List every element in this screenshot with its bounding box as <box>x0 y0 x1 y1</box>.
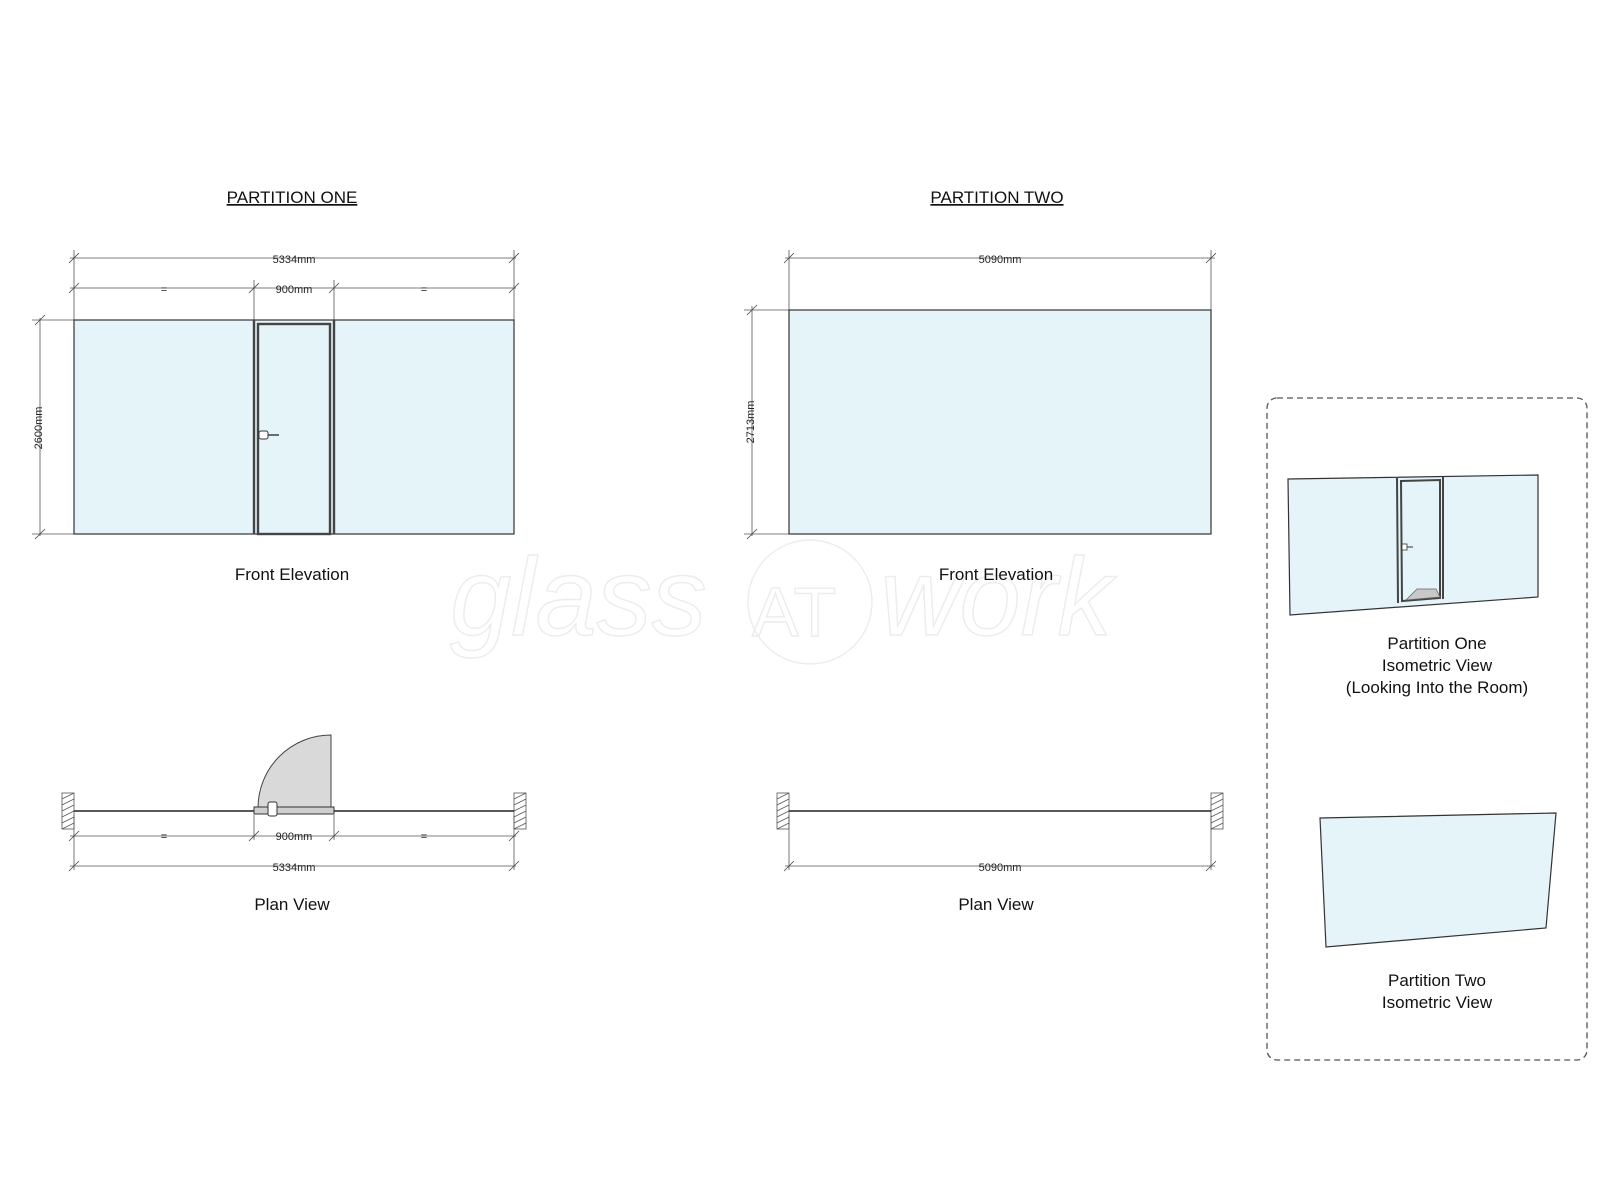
partition-two-title: PARTITION TWO <box>930 188 1063 207</box>
p1-equal-left: = <box>161 284 167 296</box>
p2-overall-dimension: 5090mm <box>783 250 1217 312</box>
p1-plan-door-width-label: 900mm <box>276 831 313 843</box>
p1-door-leaf-plan <box>253 806 335 815</box>
wall-hatch-right-icon <box>513 792 527 830</box>
isometric-panel-border <box>1266 397 1588 1061</box>
iso-one-caption-line3: (Looking Into the Room) <box>1346 678 1528 697</box>
door-handle-iso-icon <box>1401 543 1413 551</box>
watermark-text-badge: AT <box>752 573 836 651</box>
iso-one-caption-line2: Isometric View <box>1382 656 1493 675</box>
door-handle-icon <box>258 430 279 440</box>
p1-plan-equal-right: = <box>421 831 427 843</box>
p1-front-elevation <box>73 319 515 536</box>
p1-door-frame <box>256 322 332 536</box>
p1-isometric-view <box>1287 474 1539 616</box>
p2-plan-overall-width-label: 5090mm <box>979 862 1022 874</box>
p1-plan-view <box>61 734 527 830</box>
p2-height-dimension: 2713mm <box>744 304 789 540</box>
p1-door-width-label: 900mm <box>276 284 313 296</box>
p1-overall-width-label: 5334mm <box>273 254 316 266</box>
p1-height-label: 2600mm <box>33 407 45 450</box>
wall-hatch-right-icon <box>1210 792 1224 830</box>
p2-plan-view <box>776 792 1224 830</box>
p1-elevation-caption: Front Elevation <box>235 565 349 584</box>
p1-segment-dimensions: = 900mm = <box>68 280 520 322</box>
p1-plan-equal-left: = <box>161 831 167 843</box>
p2-elevation-caption: Front Elevation <box>939 565 1053 584</box>
watermark-text-left: glass <box>450 536 707 659</box>
p2-glass-panel <box>788 309 1212 535</box>
iso-two-caption-line2: Isometric View <box>1382 993 1493 1012</box>
partition-one-title: PARTITION ONE <box>227 188 358 207</box>
iso-one-caption-line1: Partition One <box>1387 634 1486 653</box>
watermark: glass AT work <box>449 535 1118 665</box>
wall-hatch-left-icon <box>776 792 790 830</box>
watermark-badge <box>747 539 873 665</box>
door-handle-plan-icon <box>267 801 278 817</box>
p1-plan-dimensions: = 900mm = 5334mm <box>68 815 520 874</box>
p1-overall-dimension: 5334mm <box>68 250 520 322</box>
p1-plan-overall-width-label: 5334mm <box>273 862 316 874</box>
p1-iso-door-swing <box>1404 588 1441 601</box>
wall-hatch-left-icon <box>61 792 75 830</box>
p2-iso-glass <box>1319 812 1557 948</box>
p2-plan-caption: Plan View <box>958 895 1034 914</box>
iso-two-caption-line1: Partition Two <box>1388 971 1486 990</box>
p1-iso-door <box>1399 478 1441 603</box>
watermark-text-right: work <box>880 536 1117 659</box>
p1-plan-caption: Plan View <box>254 895 330 914</box>
p1-equal-right: = <box>421 284 427 296</box>
p1-height-dimension: 2600mm <box>32 314 74 540</box>
p1-glass-panel <box>73 319 515 535</box>
p2-plan-dimensions: 5090mm <box>783 815 1217 874</box>
p2-overall-width-label: 5090mm <box>979 254 1022 266</box>
door-swing-arc <box>257 734 332 809</box>
p2-height-label: 2713mm <box>745 401 757 444</box>
p1-iso-glass <box>1287 474 1539 616</box>
